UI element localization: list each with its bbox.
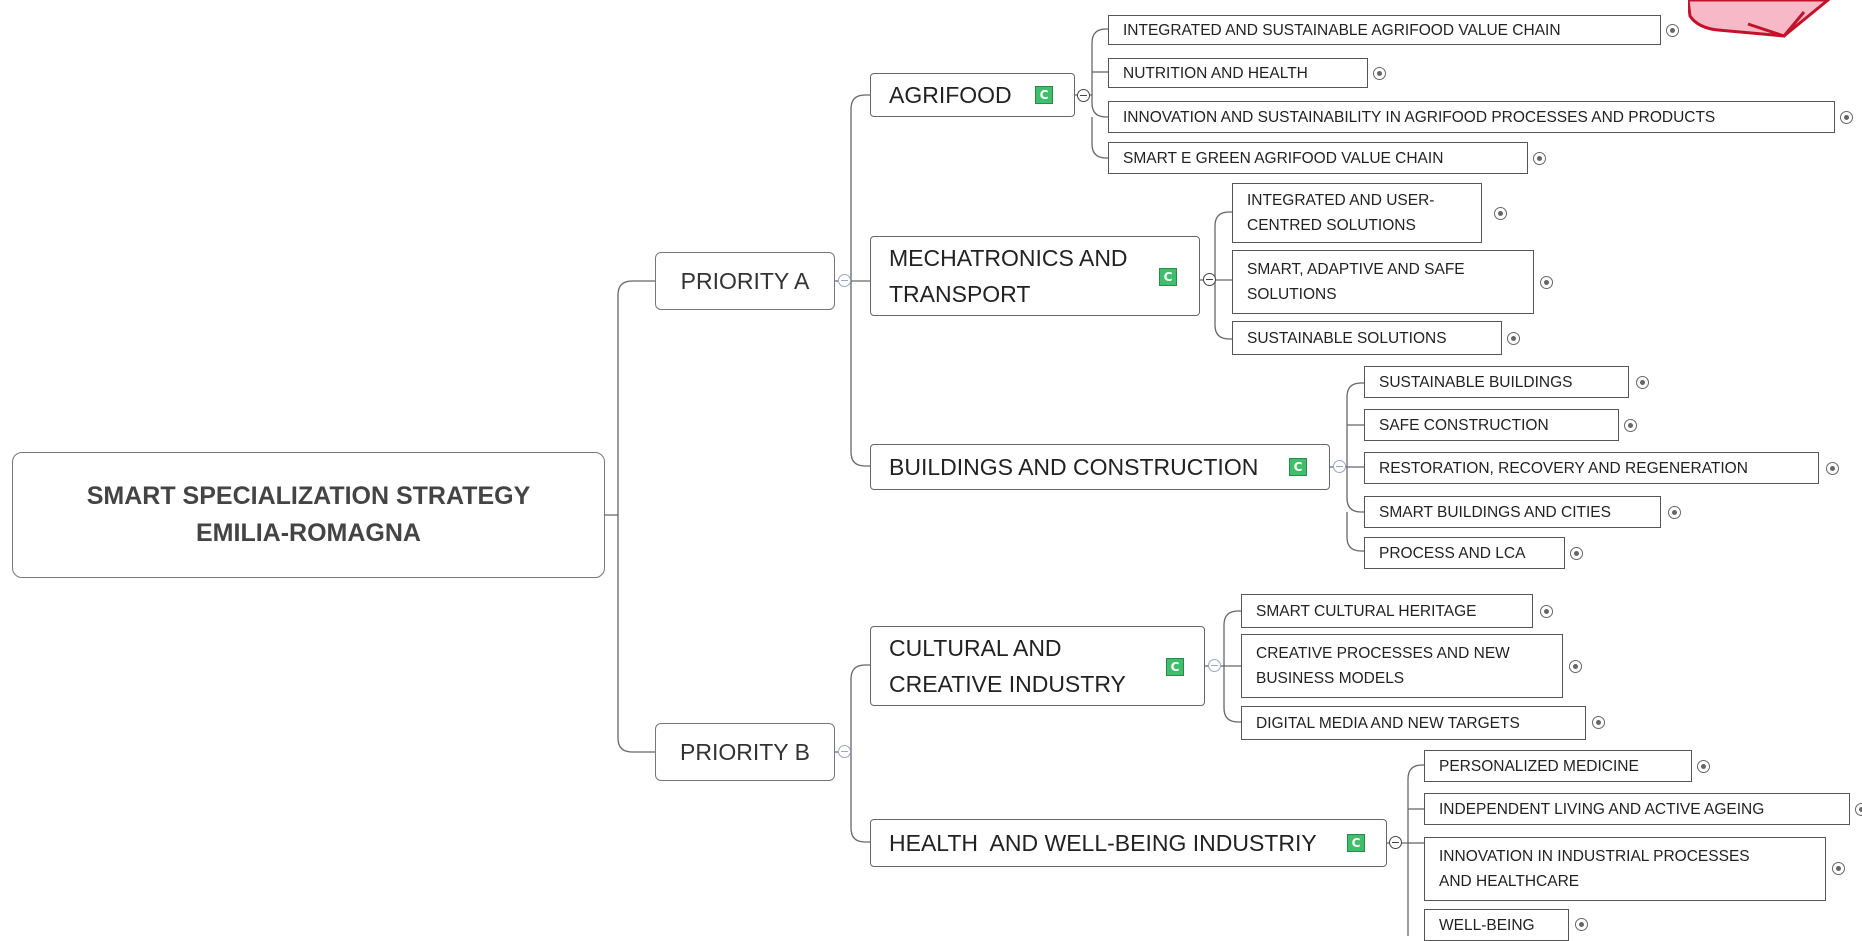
topic-node[interactable]: INNOVATION IN INDUSTRIAL PROCESSES AND H… <box>1424 837 1826 901</box>
expand-icon[interactable] <box>1826 462 1839 475</box>
topic-node[interactable]: SMART, ADAPTIVE AND SAFE SOLUTIONS <box>1232 250 1534 314</box>
topic-node[interactable]: SMART CULTURAL HERITAGE <box>1241 594 1533 628</box>
topic-node[interactable]: PROCESS AND LCA <box>1364 537 1565 569</box>
category-mechatronics[interactable]: MECHATRONICS AND TRANSPORT c <box>870 236 1200 316</box>
topic-label: WELL-BEING <box>1439 916 1535 934</box>
category-cultural-line1: CULTURAL AND <box>889 635 1062 661</box>
priority-a-node[interactable]: PRIORITY A <box>655 252 835 310</box>
expand-icon[interactable] <box>1540 276 1553 289</box>
priority-b-label: PRIORITY B <box>680 738 810 765</box>
expand-icon[interactable] <box>1570 547 1583 560</box>
topic-label: SAFE CONSTRUCTION <box>1379 416 1549 434</box>
category-mechatronics-line1: MECHATRONICS AND <box>889 245 1128 271</box>
priority-a-label: PRIORITY A <box>680 267 810 294</box>
root-title-line1: SMART SPECIALIZATION STRATEGY <box>86 482 531 510</box>
expand-icon[interactable] <box>1697 760 1710 773</box>
callout-shape <box>1688 0 1831 38</box>
topic-node[interactable]: INDEPENDENT LIVING AND ACTIVE AGEING <box>1424 793 1850 825</box>
expand-icon[interactable] <box>1569 660 1582 673</box>
expand-icon[interactable] <box>1540 605 1553 618</box>
topic-label: INNOVATION AND SUSTAINABILITY IN AGRIFOO… <box>1123 108 1716 126</box>
topic-label: RESTORATION, RECOVERY AND REGENERATION <box>1379 459 1748 477</box>
expand-icon[interactable] <box>1636 376 1649 389</box>
topic-node[interactable]: DIGITAL MEDIA AND NEW TARGETS <box>1241 706 1586 740</box>
expand-icon[interactable] <box>1494 207 1507 220</box>
root-title-line2: EMILIA-ROMAGNA <box>196 519 421 547</box>
category-badge-icon[interactable]: c <box>1159 268 1177 286</box>
category-badge-icon[interactable]: c <box>1035 86 1053 104</box>
expand-icon[interactable] <box>1533 152 1546 165</box>
topic-label: INTEGRATED AND SUSTAINABLE AGRIFOOD VALU… <box>1123 21 1561 39</box>
topic-label: SUSTAINABLE BUILDINGS <box>1379 373 1573 391</box>
category-mechatronics-line2: TRANSPORT <box>889 281 1031 307</box>
category-buildings-label: BUILDINGS AND CONSTRUCTION <box>889 454 1259 480</box>
category-buildings[interactable]: BUILDINGS AND CONSTRUCTION c <box>870 444 1330 490</box>
mechatronics-collapse-icon[interactable] <box>1203 273 1216 286</box>
topic-label: PERSONALIZED MEDICINE <box>1439 757 1639 775</box>
category-cultural[interactable]: CULTURAL AND CREATIVE INDUSTRY c <box>870 626 1205 706</box>
category-agrifood-label: AGRIFOOD <box>889 82 1012 108</box>
buildings-collapse-icon[interactable] <box>1333 460 1346 473</box>
topic-node[interactable]: INTEGRATED AND USER- CENTRED SOLUTIONS <box>1232 183 1482 243</box>
topic-node[interactable]: SAFE CONSTRUCTION <box>1364 409 1619 441</box>
topic-node[interactable]: SMART BUILDINGS AND CITIES <box>1364 496 1661 528</box>
expand-icon[interactable] <box>1832 862 1845 875</box>
topic-label-line1: INNOVATION IN INDUSTRIAL PROCESSES <box>1439 848 1750 865</box>
topic-node[interactable]: NUTRITION AND HEALTH <box>1108 58 1368 88</box>
priority-b-node[interactable]: PRIORITY B <box>655 723 835 781</box>
category-agrifood[interactable]: AGRIFOOD c <box>870 73 1075 117</box>
topic-label: SMART E GREEN AGRIFOOD VALUE CHAIN <box>1123 149 1444 167</box>
health-collapse-icon[interactable] <box>1389 836 1402 849</box>
topic-node[interactable]: WELL-BEING <box>1424 909 1569 941</box>
topic-label: SUSTAINABLE SOLUTIONS <box>1247 329 1447 347</box>
cultural-collapse-icon[interactable] <box>1208 659 1221 672</box>
topic-label-line2: SOLUTIONS <box>1247 286 1337 303</box>
topic-node[interactable]: INTEGRATED AND SUSTAINABLE AGRIFOOD VALU… <box>1108 15 1661 45</box>
priority-b-collapse-icon[interactable] <box>838 745 851 758</box>
topic-node[interactable]: SUSTAINABLE BUILDINGS <box>1364 366 1629 398</box>
topic-label-line1: INTEGRATED AND USER- <box>1247 192 1435 209</box>
priority-a-collapse-icon[interactable] <box>838 274 851 287</box>
expand-icon[interactable] <box>1507 332 1520 345</box>
category-badge-icon[interactable]: c <box>1347 834 1365 852</box>
topic-node[interactable]: RESTORATION, RECOVERY AND REGENERATION <box>1364 452 1819 484</box>
topic-node[interactable]: PERSONALIZED MEDICINE <box>1424 750 1692 782</box>
topic-label-line1: CREATIVE PROCESSES AND NEW <box>1256 645 1510 662</box>
topic-label: SMART CULTURAL HERITAGE <box>1256 602 1477 620</box>
expand-icon[interactable] <box>1575 918 1588 931</box>
topic-label: SMART BUILDINGS AND CITIES <box>1379 503 1611 521</box>
topic-label: INDEPENDENT LIVING AND ACTIVE AGEING <box>1439 800 1765 818</box>
category-health-label: HEALTH AND WELL-BEING INDUSTRIY <box>889 830 1317 856</box>
expand-icon[interactable] <box>1373 67 1386 80</box>
category-health[interactable]: HEALTH AND WELL-BEING INDUSTRIY c <box>870 819 1387 867</box>
topic-node[interactable]: INNOVATION AND SUSTAINABILITY IN AGRIFOO… <box>1108 101 1835 133</box>
expand-icon[interactable] <box>1840 111 1853 124</box>
topic-node[interactable]: CREATIVE PROCESSES AND NEW BUSINESS MODE… <box>1241 634 1563 698</box>
expand-icon[interactable] <box>1592 716 1605 729</box>
category-cultural-line2: CREATIVE INDUSTRY <box>889 671 1126 697</box>
agrifood-collapse-icon[interactable] <box>1077 89 1090 102</box>
topic-label-line2: BUSINESS MODELS <box>1256 670 1405 687</box>
category-badge-icon[interactable]: c <box>1166 658 1184 676</box>
topic-label: PROCESS AND LCA <box>1379 544 1526 562</box>
topic-label: DIGITAL MEDIA AND NEW TARGETS <box>1256 714 1520 732</box>
topic-label-line2: CENTRED SOLUTIONS <box>1247 217 1416 234</box>
topic-label: NUTRITION AND HEALTH <box>1123 64 1308 82</box>
topic-label-line2: AND HEALTHCARE <box>1439 873 1580 890</box>
expand-icon[interactable] <box>1624 419 1637 432</box>
topic-node[interactable]: SMART E GREEN AGRIFOOD VALUE CHAIN <box>1108 142 1528 174</box>
topic-node[interactable]: SUSTAINABLE SOLUTIONS <box>1232 321 1502 355</box>
root-node[interactable]: SMART SPECIALIZATION STRATEGY EMILIA-ROM… <box>12 452 605 578</box>
expand-icon[interactable] <box>1855 803 1862 816</box>
expand-icon[interactable] <box>1666 24 1679 37</box>
category-badge-icon[interactable]: c <box>1289 458 1307 476</box>
expand-icon[interactable] <box>1668 506 1681 519</box>
topic-label-line1: SMART, ADAPTIVE AND SAFE <box>1247 261 1465 278</box>
